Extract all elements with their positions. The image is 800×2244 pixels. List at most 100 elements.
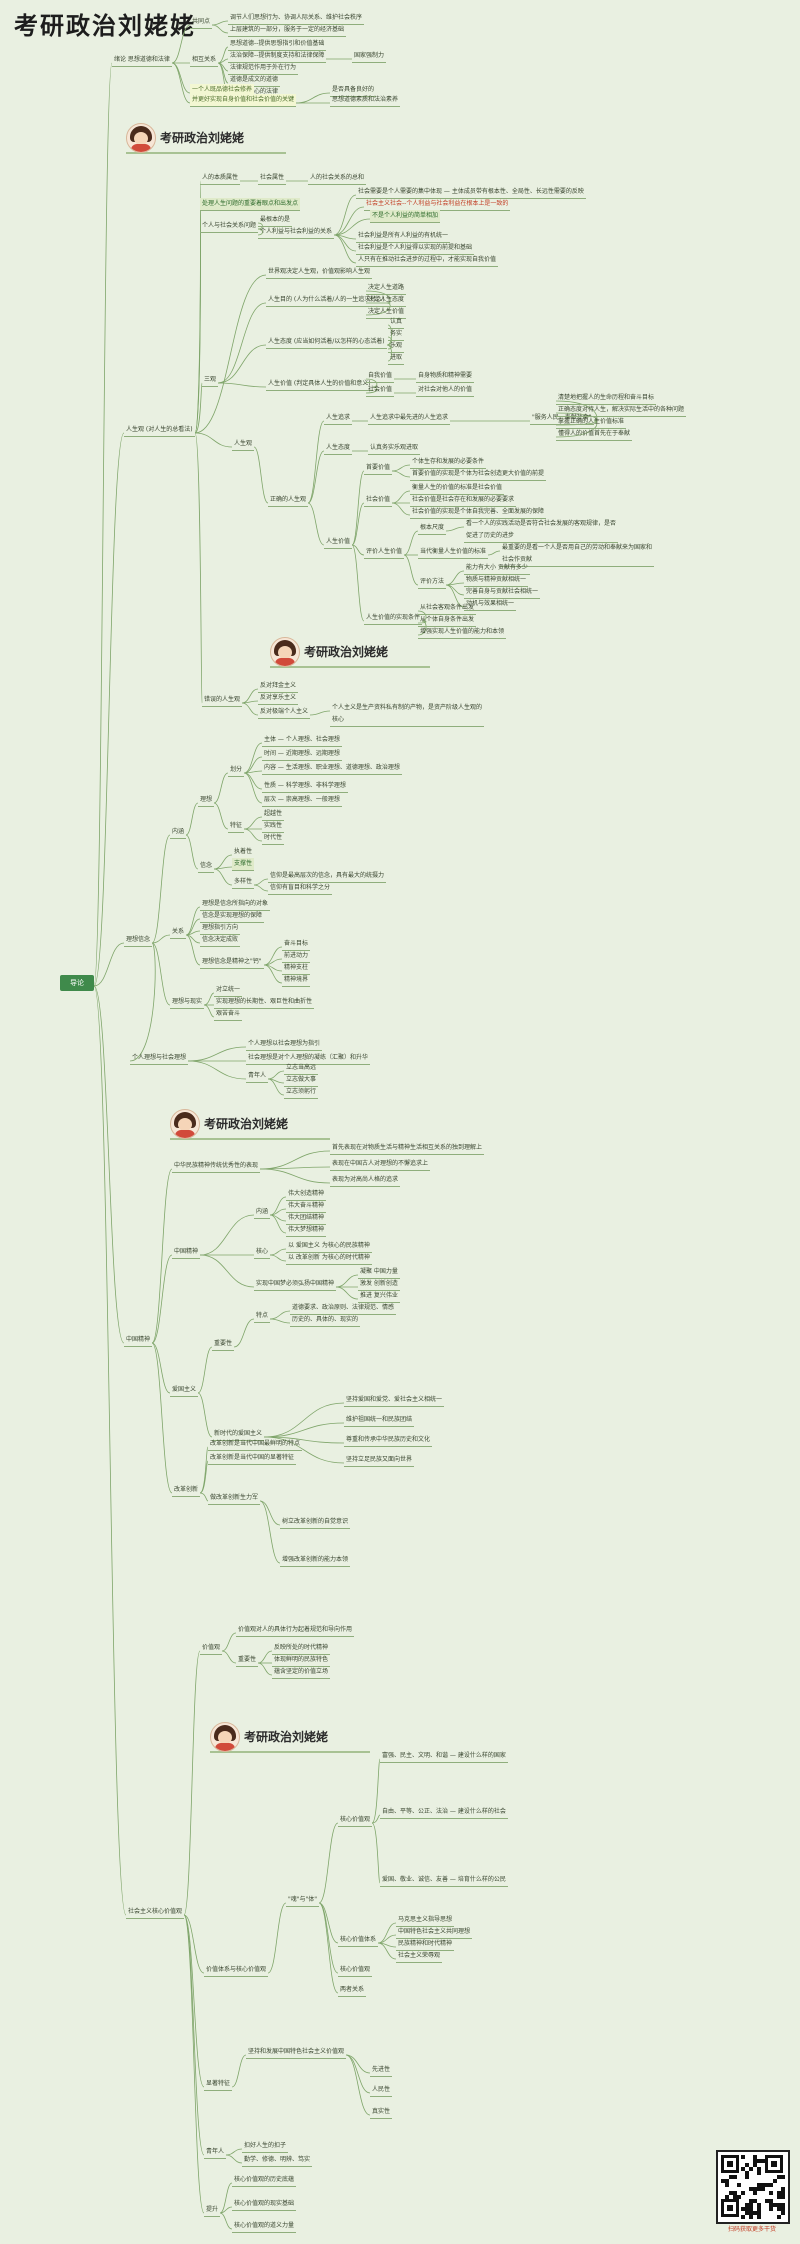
connector-lr-7 [257,228,263,236]
mindmap-node-zg-21: 道德要求、政治原则、法律规范、情感 [290,1302,397,1315]
mindmap-node-lr-25: 人生价值 (判定具体人生的价值和意义) [266,378,373,391]
connector-s1-3 [211,24,229,34]
connector-lx-12 [243,828,263,842]
qr-code[interactable] [716,2150,790,2224]
connector-hx-24 [345,2054,371,2116]
mindmap-node-zg-13: 以 改革创新 为核心的时代精神 [286,1252,372,1265]
connector-lr-24 [386,344,393,362]
mindmap-node-lr-31: 正确的人生观 [268,494,309,507]
mindmap-node-zg-27: 坚持立足民族又面向世界 [344,1454,415,1467]
connector-lx-2 [185,802,199,836]
connector-lr-50 [391,502,411,516]
mindmap-node-lr-66: 反对极端个人主义 [258,706,311,719]
connector-hx-1 [183,1650,201,1916]
connector-lr-58 [445,584,465,596]
connector-zg-26 [263,1436,345,1444]
mindmap-node-lr-21: 认真 [388,316,405,329]
mindmap-node-zg-22: 历史的、具体的、现实的 [290,1314,361,1327]
mindmap-node-zg-23: 新时代的爱国主义 [212,1428,265,1441]
connector-zg-23 [197,1392,213,1438]
mindmap-node-lr-48: 衡量人生的价值的标准是社会价值 [410,482,505,495]
connector-s1-13 [295,92,331,104]
connector-zg-12 [269,1248,287,1256]
mindmap-node-hx-24: 真实性 [370,2106,393,2119]
mindmap-node-s1-1: 共同点 [190,16,213,29]
avatar [170,1109,200,1139]
mindmap-node-zg-19: 重要性 [212,1338,235,1351]
mindmap-node-lr-54: 最重要的是看一个人是否用自己的劳动和奉献来为国家和社会作贡献 [500,542,654,567]
connector-hx-16 [377,1942,397,1960]
connector-hx-8 [371,1758,381,1824]
mindmap-node-lr-55: 评价方法 [418,576,447,589]
connector-lx-34 [187,1046,247,1062]
mindmap-node-zg-20: 特点 [254,1310,271,1323]
connector-zg-21 [269,1310,291,1320]
connector-lr-52 [445,526,465,532]
connector-zg-6 [199,1214,255,1256]
mindmap-node-lr-63: 错误的人生观 [202,694,243,707]
mindmap-node-hx-31: 核心价值观的道义力量 [232,2220,297,2233]
connector-hx-28 [183,1914,205,2214]
root-node: 导论 [60,975,94,991]
mindmap-node-lx-31: 实现理想的长期性、艰巨性和曲折性 [214,996,315,1009]
connector-lr-32 [307,420,325,504]
mindmap-node-zg-12: 以 爱国主义 为核心的民族精神 [286,1240,372,1253]
brand-label: 考研政治刘姥姥 [160,131,245,145]
connector-lr-31 [253,446,269,504]
mindmap-node-lx-11: 实践性 [262,820,285,833]
mindmap-node-lx-25: 奋斗目标 [282,938,311,951]
connector-lx-36 [187,1060,247,1080]
mindmap-node-zg-11: 核心 [254,1246,271,1259]
connector-lr-28 [365,386,378,394]
connector-lr-25 [217,382,267,388]
mindmap-node-s1-7: 国家强制力 [352,50,387,63]
connector-lr-16 [217,302,267,384]
mindmap-node-lr-26: 自我价值 [366,370,395,383]
connector-hx-11 [267,1902,287,1974]
brand-badge: 考研政治刘姥姥 [270,637,430,668]
connector-hx-20 [183,1914,205,2088]
connector-hx-6 [257,1662,273,1676]
mindmap-node-lr-45: 个体生存和发展的必要条件 [410,456,487,469]
connector-lx-4 [243,742,263,774]
mindmap-node-lr-32: 人生追求 [324,412,353,425]
connector-hx-14 [377,1934,397,1944]
mindmap-node-zg-29: 改革创新是当代中国最鲜明的特点 [208,1438,303,1451]
mindmap-node-lx-33: 个人理想与社会理想 [130,1052,189,1065]
connector-hx-2 [221,1632,237,1652]
mindmap-node-lr-65: 反对享乐主义 [258,692,299,705]
connector-lx-9 [213,802,229,830]
connector-lr-13 [333,234,357,264]
mindmap-node-lx-34: 个人理想以社会理想为指引 [246,1038,323,1051]
mindmap-node-lx-39: 立志须躬行 [284,1086,319,1099]
mindmap-node-lx-4: 主体 — 个人理想、社会理想 [262,734,342,747]
connector-zg-28 [151,1342,173,1494]
mindmap-node-hx-23: 人民性 [370,2084,393,2097]
mindmap-node-s1-2: 调节人们思想行为、协调人际关系、维护社会秩序 [228,12,365,25]
mindmap-node-lx-12: 时代性 [262,832,285,845]
mindmap-node-lr-16: 人生目的 (人为什么活着/人的一生追求什么) [266,294,387,307]
mindmap-node-lr-4: 处理人生问题的重要着眼点和出发点 [200,198,301,211]
mindmap-node-zg-25: 维护祖国统一和民族团结 [344,1414,415,1427]
mindmap-node-lr-34: "服务人民，奉献社会" [530,412,594,425]
mindmap-node-lx-24: 理想信念是精神之"钙" [200,956,264,969]
mindmap-node-hx-13: 马克思主义指导思想 [396,1914,455,1927]
mindmap-node-lr-40: 清楚地把握人的生命历程和奋斗目标 [556,392,657,405]
connector-hx-0 [93,985,127,1916]
connector-lx-18 [253,884,269,892]
connector-lx-17 [253,878,269,886]
mindmap-node-lr-0: 人生观 (对人生的总看法) [124,424,195,437]
mindmap-node-lx-19: 关系 [170,926,187,939]
mindmap-node-hx-3: 重要性 [236,1654,259,1667]
mindmap-node-lx-35: 社会理想是对个人理想的凝练（汇聚）和升华 [246,1052,371,1065]
mindmap-node-lx-38: 立志做大事 [284,1074,319,1087]
mindmap-node-s1-14: 思想道德素质和法治素养 [330,94,401,107]
connector-lr-66 [241,702,259,716]
mindmap-node-lr-12: 社会利益是个人利益得以实现的前提和基础 [356,242,475,255]
mindmap-node-lr-23: 乐观 [388,340,405,353]
connector-zg-31 [199,1492,209,1502]
mindmap-node-lr-14: 世界观决定人生观，价值观影响人生观 [266,266,373,279]
mindmap-node-lx-23: 信念决定成败 [200,934,241,947]
connector-zg-19 [197,1346,213,1394]
